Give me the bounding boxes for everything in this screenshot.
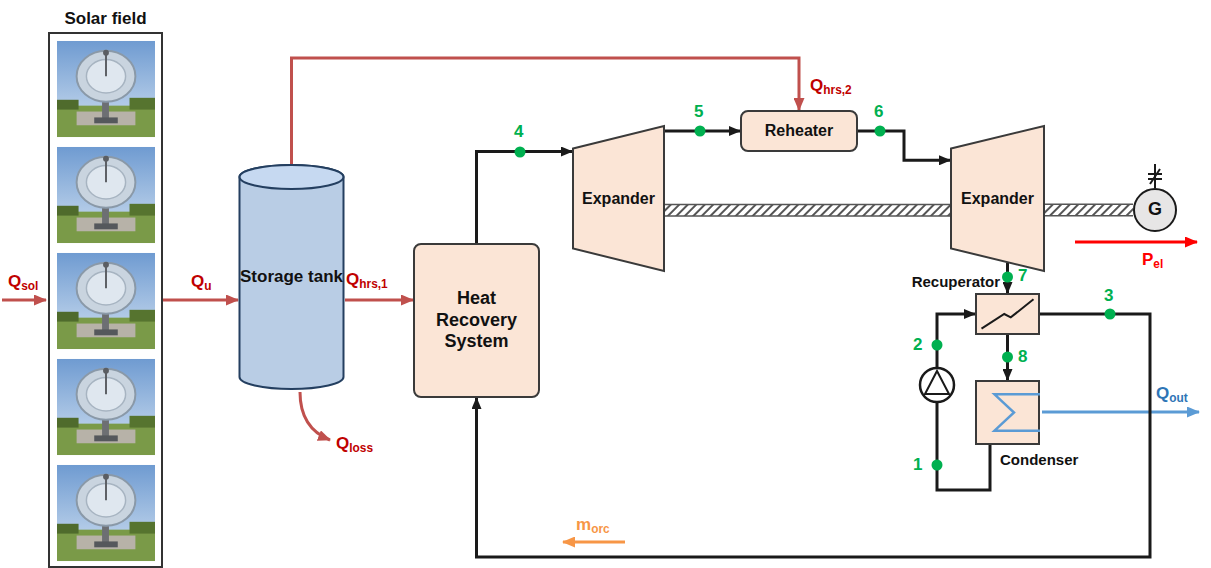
flow-label: Qloss xyxy=(336,434,373,454)
process-box: Reheater xyxy=(740,110,858,152)
flow-label: Qhrs,2 xyxy=(810,76,852,96)
flow-connector xyxy=(345,300,413,301)
process-box: Heat Recovery System xyxy=(413,243,540,398)
node-label: Expander xyxy=(961,189,1034,208)
flow-label: Qhrs,1 xyxy=(346,270,388,290)
state-point-dots xyxy=(515,126,1116,471)
power-arrow xyxy=(1075,241,1197,244)
node-label: Expander xyxy=(582,189,655,208)
solar-input-arrow xyxy=(2,299,46,302)
node-label: Storage tank xyxy=(240,267,343,287)
expander: Expander xyxy=(572,125,665,272)
subscript: u xyxy=(204,279,211,293)
state-number: 3 xyxy=(1104,286,1113,306)
state-number: 5 xyxy=(694,102,703,122)
recuperator: Recuperator xyxy=(975,293,1040,335)
recuperator-outline xyxy=(975,293,1040,335)
generator-terminal xyxy=(1148,164,1162,188)
state-number: 4 xyxy=(514,122,523,142)
shaft xyxy=(1045,210,1133,211)
storage-tank: Storage tank xyxy=(238,165,345,390)
condenser: Condenser xyxy=(975,380,1040,445)
expander: Expander xyxy=(950,125,1045,272)
state-number: 1 xyxy=(913,455,922,475)
loss-arrow xyxy=(300,392,330,440)
subscript: el xyxy=(1153,257,1163,271)
subscript: out xyxy=(1169,391,1188,405)
mass-flow-arrow xyxy=(563,541,625,544)
subscript: orc xyxy=(591,522,610,536)
flow-label: morc xyxy=(576,515,610,535)
node-heading: Condenser xyxy=(1000,451,1078,469)
flow-label: Pel xyxy=(1142,250,1163,270)
state-number: 2 xyxy=(913,335,922,355)
flow-label: Qsol xyxy=(8,272,38,292)
state-number: 6 xyxy=(874,102,883,122)
flow-connector xyxy=(292,58,800,165)
pump-symbol xyxy=(920,368,954,402)
dish-photos xyxy=(57,41,155,561)
subscript: loss xyxy=(349,441,373,455)
flow-label: Qout xyxy=(1156,384,1188,404)
flow-connector xyxy=(477,314,1151,557)
node-label: Reheater xyxy=(765,121,833,140)
shaft xyxy=(665,210,950,211)
state-number: 8 xyxy=(1018,347,1027,367)
solar-field-frame: Solar field xyxy=(48,32,163,568)
heat-out-arrow xyxy=(1042,411,1199,414)
flow-connector xyxy=(163,300,238,301)
flow-label: Qu xyxy=(191,272,212,292)
node-heading: Solar field xyxy=(20,9,191,29)
generator: G xyxy=(1133,188,1177,232)
subscript: hrs,1 xyxy=(359,277,387,291)
flow-connector xyxy=(477,152,573,244)
subscript: hrs,2 xyxy=(823,83,851,97)
node-label: Heat Recovery System xyxy=(419,288,534,353)
node-heading: Recuperator xyxy=(912,273,1000,291)
node-label: G xyxy=(1148,199,1162,221)
state-number: 7 xyxy=(1018,266,1027,286)
subscript: sol xyxy=(21,279,38,293)
condenser-outline xyxy=(975,380,1040,445)
flow-connector xyxy=(858,131,950,160)
